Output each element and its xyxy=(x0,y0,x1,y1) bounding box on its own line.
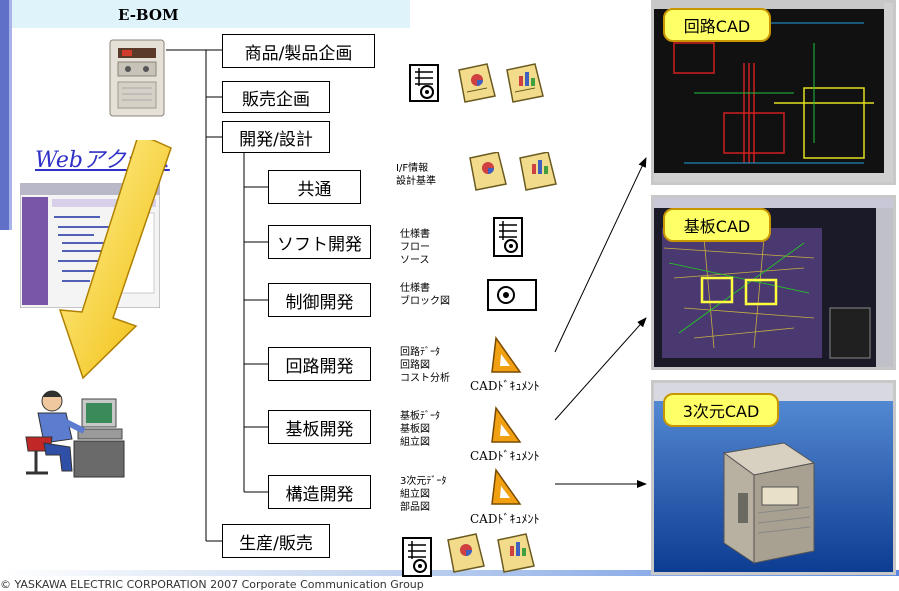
download-arrow-icon xyxy=(58,140,172,380)
inverter-device-image xyxy=(109,39,165,117)
cad-doc-label-circuit: CADﾄﾞｷｭﾒﾝﾄ xyxy=(470,379,540,393)
node-production-sales[interactable]: 生産/販売 xyxy=(222,524,330,558)
spec-sheet-icon xyxy=(493,217,523,257)
user-at-computer-image xyxy=(25,390,125,478)
bar-report-icon xyxy=(497,533,535,573)
block-diagram-icon xyxy=(487,279,537,311)
document-icons-group-1 xyxy=(409,63,544,103)
notes-structure: 3次元ﾃﾞｰﾀ 組立図 部品図 xyxy=(400,476,447,513)
copyright-footer: © YASKAWA ELECTRIC CORPORATION 2007 Corp… xyxy=(0,578,424,591)
document-icons-common xyxy=(469,152,557,191)
notes-control: 仕様書 ブロック図 xyxy=(400,283,450,307)
ebom-title: E-BOM xyxy=(118,6,179,24)
node-board-dev[interactable]: 基板開発 xyxy=(268,410,371,444)
badge-3d-cad: 3次元CAD xyxy=(663,393,779,427)
cad-triangle-icon xyxy=(491,336,522,373)
node-sales-planning[interactable]: 販売企画 xyxy=(222,81,330,113)
left-accent-bar-light xyxy=(9,0,12,230)
spec-sheet-icon xyxy=(402,537,432,577)
node-common[interactable]: 共通 xyxy=(268,170,361,204)
cad-triangle-icon xyxy=(491,406,522,443)
notes-software: 仕様書 フロー ソース xyxy=(400,229,430,266)
bar-report-icon xyxy=(519,152,557,191)
pie-report-icon xyxy=(447,533,485,573)
header-band xyxy=(0,0,410,28)
footer-band xyxy=(0,570,899,576)
spec-sheet-icon xyxy=(409,64,439,102)
notes-board: 基板ﾃﾞｰﾀ 基板図 組立図 xyxy=(400,411,440,448)
cad-triangle-icon xyxy=(491,468,522,505)
document-icons-group-2 xyxy=(402,533,535,577)
node-structure-dev[interactable]: 構造開発 xyxy=(268,475,371,509)
pie-report-icon xyxy=(458,63,496,103)
node-software-dev[interactable]: ソフト開発 xyxy=(268,225,371,259)
left-accent-bar xyxy=(0,0,9,230)
web-access-italic: Web xyxy=(35,148,83,173)
node-product-planning[interactable]: 商品/製品企画 xyxy=(222,34,375,68)
cad-doc-label-board: CADﾄﾞｷｭﾒﾝﾄ xyxy=(470,449,540,463)
notes-circuit: 回路ﾃﾞｰﾀ 回路図 コスト分析 xyxy=(400,347,450,384)
node-development-design[interactable]: 開発/設計 xyxy=(222,121,330,153)
bar-report-icon xyxy=(506,63,544,103)
pie-report-icon xyxy=(469,152,507,191)
node-control-dev[interactable]: 制御開発 xyxy=(268,283,371,317)
cad-doc-label-structure: CADﾄﾞｷｭﾒﾝﾄ xyxy=(470,512,540,526)
node-circuit-dev[interactable]: 回路開発 xyxy=(268,347,371,381)
notes-common: I/F情報 設計基準 xyxy=(396,163,436,187)
badge-circuit-cad: 回路CAD xyxy=(663,8,771,42)
badge-board-cad: 基板CAD xyxy=(663,208,771,242)
